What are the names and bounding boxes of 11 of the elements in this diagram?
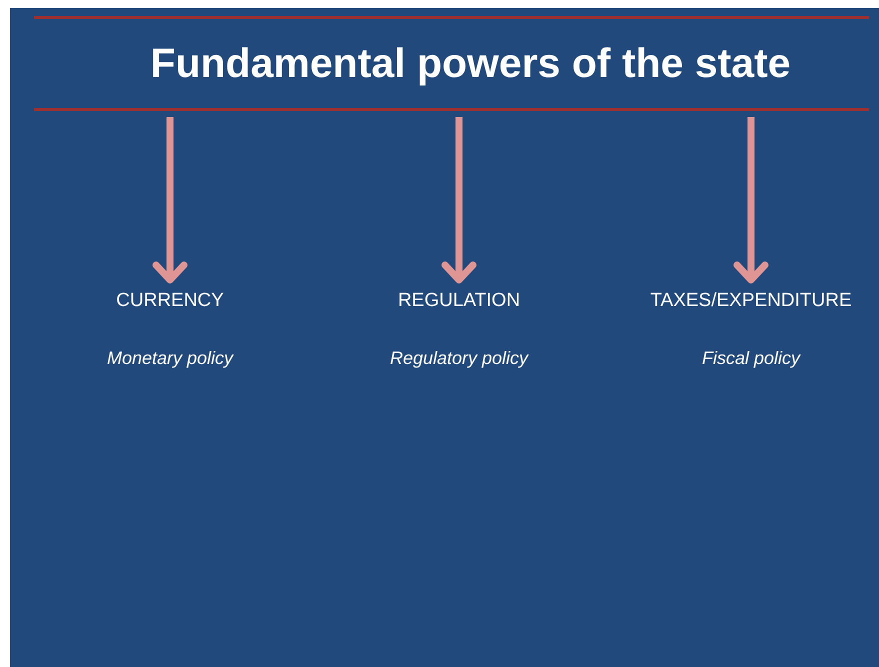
power-heading: REGULATION bbox=[398, 290, 520, 312]
arrow bbox=[734, 117, 768, 284]
policy-label: Fiscal policy bbox=[702, 348, 800, 369]
power-heading: CURRENCY bbox=[116, 290, 224, 312]
arrow bbox=[442, 117, 476, 284]
power-heading: TAXES/EXPENDITURE bbox=[650, 290, 852, 312]
policy-label: Regulatory policy bbox=[390, 348, 528, 369]
arrow bbox=[152, 117, 188, 284]
policy-label: Monetary policy bbox=[106, 348, 234, 369]
title-text: Fundamental powers of the state bbox=[150, 40, 791, 87]
title-band bbox=[34, 16, 869, 111]
